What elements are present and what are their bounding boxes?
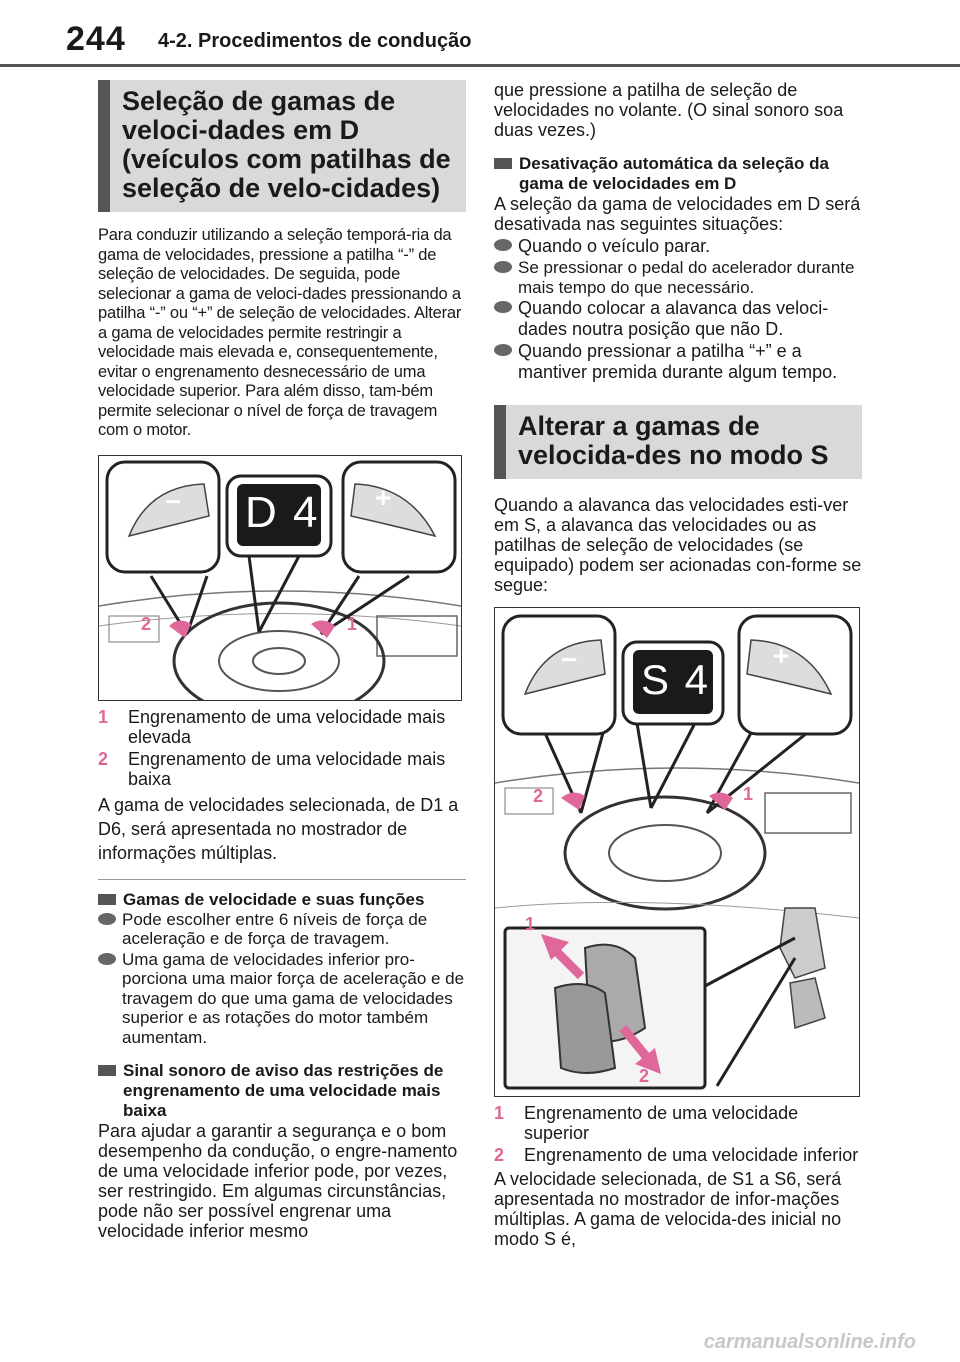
item-text: Engrenamento de uma velocidade mais baix… — [128, 748, 446, 789]
s-mode-illustration — [495, 608, 859, 1096]
item-number: 1 — [98, 706, 109, 727]
paddle-minus-label: − — [561, 644, 578, 675]
list-item: 2 Engrenamento de uma velocidade inferio… — [494, 1145, 862, 1165]
bullet-text: Quando colocar a alavanca das veloci-dad… — [518, 298, 829, 339]
bullet-dot-icon — [494, 301, 512, 313]
figure-callout-1: 1 — [347, 613, 358, 634]
item-text: Engrenamento de uma velocidade mais elev… — [128, 706, 446, 747]
item-number: 1 — [494, 1103, 505, 1123]
paddle-plus-label: + — [773, 640, 790, 671]
gear-display-s: S 4 — [641, 656, 711, 703]
list-item: 2 Engrenamento de uma velocidade mais ba… — [98, 749, 466, 789]
bullet-item: Uma gama de velocidades inferior pro-por… — [98, 950, 466, 1048]
figure-d-paddles: − + D 4 2 1 — [98, 454, 462, 701]
bullet-text: Pode escolher entre 6 níveis de força de… — [122, 909, 428, 949]
gear-display-d: D 4 — [245, 487, 320, 537]
figure-callout-2: 2 — [141, 613, 152, 634]
subheading-text: Gamas de velocidade e suas funções — [123, 889, 425, 909]
subheading-warning-beep: Sinal sonoro de aviso das restrições de … — [98, 1061, 466, 1121]
bullet-dot-icon — [494, 261, 512, 273]
bullet-item: Pode escolher entre 6 níveis de força de… — [98, 910, 466, 949]
watermark: carmanualsonline.info — [703, 1331, 916, 1353]
bullet-text: Quando o veículo parar. — [518, 236, 711, 256]
after-list-text: A gama de velocidades selecionada, de D1… — [98, 794, 459, 863]
intro-paragraph: Para conduzir utilizando a seleção tempo… — [98, 226, 462, 439]
subheading-auto-deactivation: Desativação automática da seleção da gam… — [494, 154, 862, 194]
item-text: Engrenamento de uma velocidade inferior — [524, 1145, 859, 1165]
bullet-dot-icon — [494, 344, 512, 356]
bullet-item: Se pressionar o pedal do acelerador dura… — [494, 258, 862, 297]
figure-callout-1: 1 — [743, 784, 754, 804]
divider — [98, 878, 466, 880]
page-header: 244 4-2. Procedimentos de condução — [0, 0, 960, 67]
subheading-gear-functions: Gamas de velocidade e suas funções — [98, 890, 466, 910]
square-bullet-icon — [494, 158, 512, 169]
auto-deactivation-text: A seleção da gama de velocidades em D se… — [494, 194, 861, 234]
paddle-illustration-d — [99, 455, 461, 700]
chapter-title: 4-2. Procedimentos de condução — [158, 30, 472, 52]
numbered-list-d: 1 Engrenamento de uma velocidade mais el… — [98, 707, 466, 789]
header-divider — [0, 64, 960, 67]
item-number: 2 — [98, 748, 109, 769]
paddle-plus-label: + — [375, 481, 392, 513]
subheading-text: Desativação automática da seleção da gam… — [519, 154, 829, 193]
item-text: Engrenamento de uma velocidade superior — [524, 1103, 799, 1143]
bullet-item: Quando colocar a alavanca das veloci-dad… — [494, 298, 862, 340]
bullet-dot-icon — [98, 912, 116, 925]
subheading-text: Sinal sonoro de aviso das restrições de … — [123, 1061, 444, 1120]
list-item: 1 Engrenamento de uma velocidade mais el… — [98, 707, 466, 747]
section-title-s-mode: Alterar a gamas de velocida-des no modo … — [494, 405, 862, 479]
figure-s-mode: − + S 4 2 1 1 2 — [494, 607, 860, 1097]
figure-callout-2: 2 — [533, 786, 544, 806]
page-number: 244 — [66, 20, 126, 58]
section-title-d-range: Seleção de gamas de veloci-dades em D (v… — [98, 80, 466, 212]
list-item: 1 Engrenamento de uma velocidade superio… — [494, 1103, 862, 1143]
bullet-text: Uma gama de velocidades inferior pro-por… — [122, 949, 465, 1047]
right-column: que pressione a patilha de seleção de ve… — [494, 80, 862, 1257]
left-column: Seleção de gamas de veloci-dades em D (v… — [98, 80, 466, 1249]
paddle-minus-label: − — [165, 485, 182, 517]
lever-callout-1: 1 — [525, 914, 536, 934]
lever-callout-2: 2 — [639, 1066, 650, 1086]
bullet-dot-icon — [98, 952, 116, 965]
numbered-list-s: 1 Engrenamento de uma velocidade superio… — [494, 1103, 862, 1165]
square-bullet-icon — [98, 1065, 116, 1076]
square-bullet-icon — [98, 893, 116, 905]
continued-text: que pressione a patilha de seleção de ve… — [494, 80, 844, 140]
bullet-item: Quando o veículo parar. — [494, 236, 862, 257]
s-mode-intro: Quando a alavanca das velocidades esti-v… — [494, 495, 862, 595]
warning-beep-text: Para ajudar a garantir a segurança e o b… — [98, 1121, 458, 1241]
s-after-list-text: A velocidade selecionada, de S1 a S6, se… — [494, 1169, 842, 1249]
bullet-text: Quando pressionar a patilha “+” e a mant… — [518, 341, 838, 382]
bullet-text: Se pressionar o pedal do acelerador dura… — [518, 258, 855, 297]
bullet-dot-icon — [494, 239, 512, 251]
item-number: 2 — [494, 1145, 505, 1165]
bullet-item: Quando pressionar a patilha “+” e a mant… — [494, 341, 862, 383]
